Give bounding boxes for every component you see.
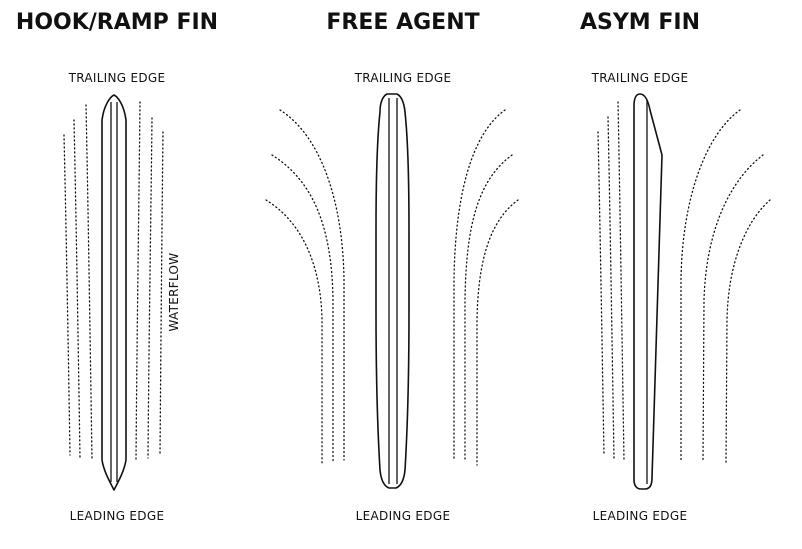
leading-edge-label-3: LEADING EDGE bbox=[593, 509, 688, 523]
fin-outline-1 bbox=[101, 94, 127, 491]
title-hook-ramp-fin: HOOK/RAMP FIN bbox=[16, 10, 218, 35]
leading-edge-label-1: LEADING EDGE bbox=[70, 509, 165, 523]
leading-edge-label-2: LEADING EDGE bbox=[356, 509, 451, 523]
waterflow-lines-2 bbox=[265, 109, 519, 466]
waterflow-label: WATERFLOW bbox=[167, 253, 181, 332]
panel-hook-ramp-fin: HOOK/RAMP FIN TRAILING EDGE LEADING EDGE… bbox=[16, 10, 218, 523]
title-asym-fin: ASYM FIN bbox=[580, 10, 700, 35]
waterflow-lines-1 bbox=[63, 101, 164, 461]
panel-free-agent: FREE AGENT TRAILING EDGE LEADING EDGE bbox=[265, 10, 519, 523]
fin-outline-3 bbox=[633, 93, 663, 490]
title-free-agent: FREE AGENT bbox=[326, 10, 479, 35]
trailing-edge-label-1: TRAILING EDGE bbox=[68, 71, 166, 85]
trailing-edge-label-3: TRAILING EDGE bbox=[591, 71, 689, 85]
waterflow-lines-3 bbox=[597, 101, 771, 466]
fin-outline-2 bbox=[375, 93, 410, 489]
panel-asym-fin: ASYM FIN TRAILING EDGE LEADING EDGE bbox=[580, 10, 771, 523]
trailing-edge-label-2: TRAILING EDGE bbox=[354, 71, 452, 85]
